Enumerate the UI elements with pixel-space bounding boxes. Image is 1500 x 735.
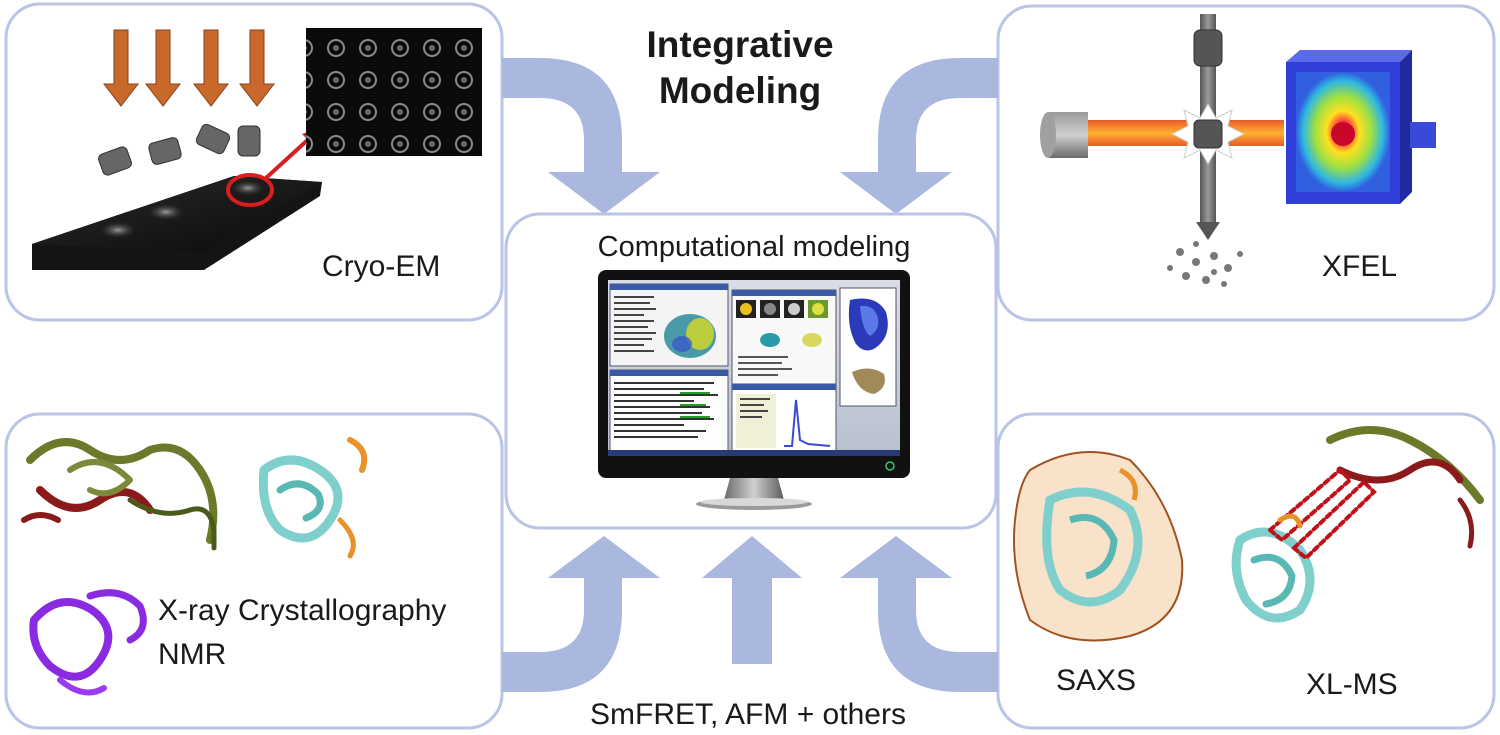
arrow-from-cryo-em — [502, 58, 660, 214]
cryo-em-illustration — [32, 28, 482, 270]
xray-crystallography-label: X-ray Crystallography — [158, 594, 446, 627]
computational-modeling-label: Computational modeling — [598, 231, 911, 263]
power-icon — [885, 461, 895, 471]
xfel-panel — [996, 4, 1496, 322]
xlms-structure — [1231, 426, 1484, 623]
electron-beam-arrows — [102, 29, 276, 107]
arrow-from-smfret-afm — [702, 536, 802, 664]
scattered-particles — [1167, 241, 1243, 287]
arrow-from-xfel — [840, 58, 998, 214]
particles — [98, 123, 261, 176]
smfret-afm-label: SmFRET, AFM + others — [590, 698, 906, 731]
title-line-2: Modeling — [658, 70, 822, 111]
flow-arrows — [502, 58, 998, 692]
nmr-label: NMR — [158, 638, 226, 671]
saxs-envelope — [1013, 451, 1184, 642]
cryo-em-label: Cryo-EM — [322, 250, 440, 283]
arrow-from-saxs-xlms — [840, 536, 998, 692]
saxs-label: SAXS — [1056, 664, 1136, 697]
xray-protein-structures — [21, 437, 368, 696]
crosslink-lines — [1266, 467, 1377, 561]
diagram-title: Integrative Modeling — [600, 22, 880, 114]
computer-monitor — [598, 270, 910, 510]
xfel-illustration — [1040, 14, 1436, 287]
highlight-circle — [226, 173, 274, 207]
title-line-1: Integrative — [646, 24, 834, 65]
class-average-grid — [306, 28, 482, 156]
xl-ms-label: XL-MS — [1306, 668, 1398, 701]
xray-nmr-panel — [4, 412, 504, 730]
xfel-label: XFEL — [1322, 250, 1397, 283]
arrow-from-xray-nmr — [502, 536, 660, 692]
